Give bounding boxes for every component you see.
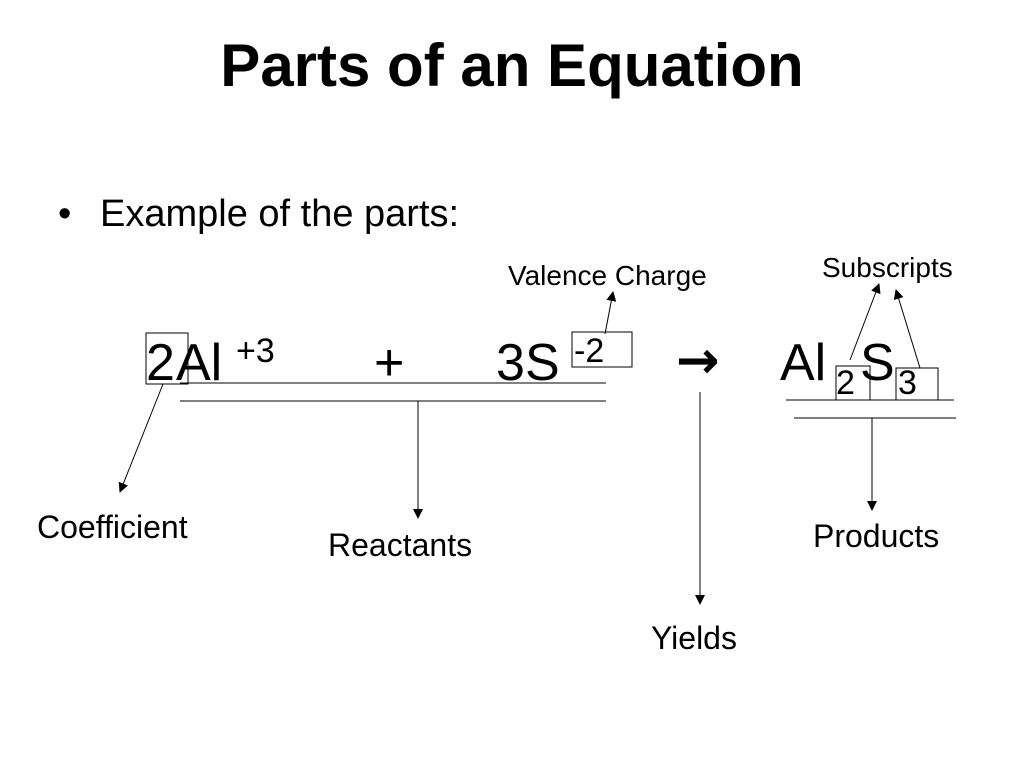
product-subscript1: 2: [836, 364, 855, 402]
bullet-marker: •: [58, 193, 72, 235]
valence-charge-box: [571, 331, 633, 368]
yields-arrow-symbol: →: [676, 331, 720, 391]
product-subscript2: 3: [898, 364, 917, 402]
reactant1-charge: +3: [236, 332, 275, 370]
label-valence-charge: Valence Charge: [508, 260, 707, 291]
label-coefficient: Coefficient: [37, 509, 188, 545]
bullet-text: Example of the parts:: [100, 193, 460, 235]
label-yields: Yields: [651, 620, 737, 656]
label-reactants: Reactants: [328, 527, 472, 563]
reactant1-symbol: Al: [176, 334, 222, 392]
reactant2-coefficient: 3: [496, 334, 525, 392]
coefficient-value: 2: [146, 334, 175, 392]
subscripts-pointer-1: [849, 283, 881, 361]
product-symbol1: Al: [780, 334, 826, 392]
product-symbol2: S: [860, 334, 895, 392]
subscripts-pointer-2: [893, 289, 921, 369]
slide-title: Parts of an Equation: [220, 32, 804, 99]
coefficient-box: [145, 332, 189, 385]
coefficient-pointer: [118, 383, 164, 493]
plus-sign: +: [374, 334, 404, 392]
bullet-item: • Example of the parts:: [58, 190, 459, 238]
valence-charge-pointer: [604, 291, 617, 335]
label-subscripts: Subscripts: [822, 252, 953, 283]
reactant2-charge: -2: [574, 332, 604, 370]
reactant2-symbol: S: [525, 334, 560, 392]
label-products: Products: [813, 518, 939, 554]
